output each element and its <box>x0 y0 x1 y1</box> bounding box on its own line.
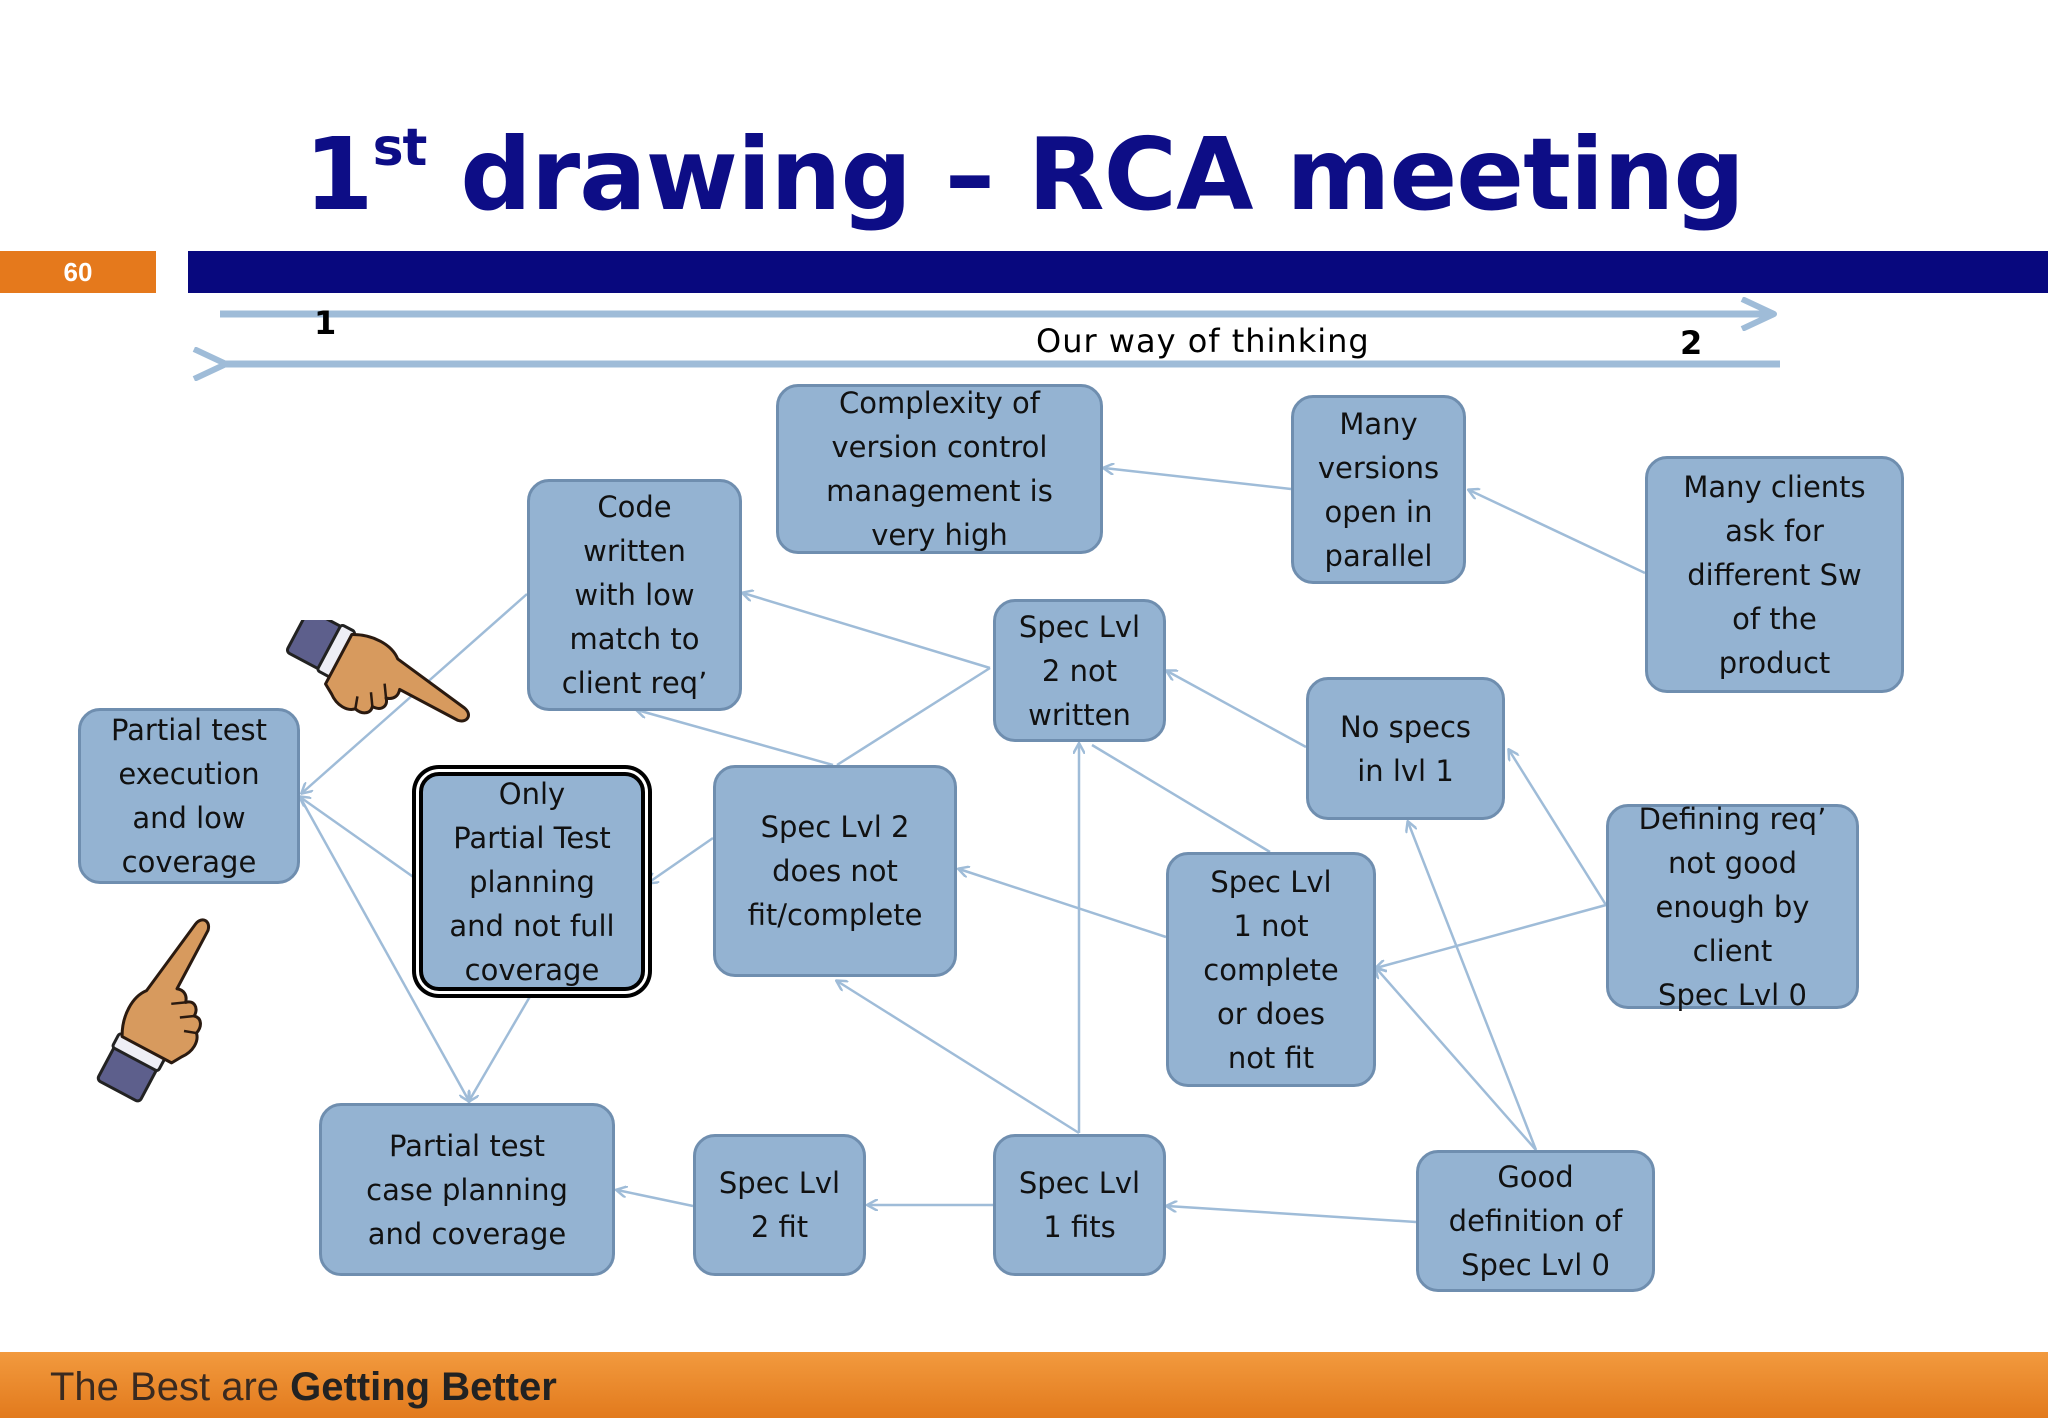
footer-tagline: The Best are Getting Better <box>50 1365 557 1409</box>
edge-only-partial-to-partial-case <box>469 992 534 1101</box>
edge-spec2-not-written-to-spec2-not-fit <box>836 666 991 767</box>
edge-spec1-fits-to-spec2-not-fit <box>837 981 1080 1135</box>
node-spec2-fit: Spec Lvl 2 fit <box>693 1134 866 1276</box>
edge-spec2-not-written-to-code-written <box>743 593 991 670</box>
edge-partial-exec-to-partial-case <box>298 796 469 1101</box>
node-only-partial: Only Partial Test planning and not full … <box>419 772 645 991</box>
footer-bar <box>0 1352 2048 1418</box>
edge-spec2-not-fit-to-code-written <box>637 710 834 767</box>
node-good-def: Good definition of Spec Lvl 0 <box>1416 1150 1655 1292</box>
node-defining-req: Defining req’ not good enough by client … <box>1606 802 1859 1012</box>
edge-spec2-not-fit-to-only-partial <box>648 836 714 883</box>
edge-good-def-to-spec1-fits <box>1167 1206 1417 1224</box>
edge-spec2-fit-to-partial-case <box>617 1190 694 1208</box>
node-no-specs-lvl1: No specs in lvl 1 <box>1306 677 1505 820</box>
node-code-written: Code written with low match to client re… <box>527 479 742 711</box>
node-spec1-fits: Spec Lvl 1 fits <box>993 1134 1166 1276</box>
node-spec2-not-written: Spec Lvl 2 not written <box>993 599 1166 742</box>
node-many-clients: Many clients ask for different Sw of the… <box>1645 456 1904 693</box>
direction-end-marker: 2 <box>1680 324 1703 362</box>
node-partial-exec: Partial test execution and low coverage <box>78 708 300 884</box>
page-number: 60 <box>0 251 156 293</box>
title-rule-bar <box>188 251 2048 293</box>
pointing-hand-icon <box>285 620 470 723</box>
edge-good-def-to-no-specs <box>1408 822 1538 1151</box>
edge-many-clients-to-many-versions <box>1469 490 1646 575</box>
node-complexity: Complexity of version control management… <box>776 384 1103 554</box>
edge-many-versions-to-complexity <box>1104 468 1292 491</box>
node-spec2-not-fit: Spec Lvl 2 does not fit/complete <box>713 765 957 977</box>
edge-good-def-to-spec1-nc <box>1376 968 1537 1151</box>
edge-no-specs-to-spec2-not-written <box>1167 671 1307 749</box>
node-many-versions: Many versions open in parallel <box>1291 395 1466 584</box>
direction-start-marker: 1 <box>314 304 337 342</box>
node-partial-case: Partial test case planning and coverage <box>319 1103 615 1276</box>
edge-only-partial-to-partial-exec <box>300 797 420 883</box>
slide-title: 1st drawing – RCA meeting <box>304 116 1745 233</box>
pointing-hand-icon <box>96 918 211 1103</box>
node-spec1-not-complete: Spec Lvl 1 not complete or does not fit <box>1166 852 1376 1087</box>
edge-defining-req-to-no-specs <box>1509 750 1608 906</box>
edge-defining-req-to-spec1-nc <box>1376 903 1607 968</box>
edge-spec1-nc-to-spec2-not-written <box>1091 743 1271 854</box>
edge-spec1-nc-to-spec2-not-fit <box>959 869 1167 939</box>
direction-label: Our way of thinking <box>1036 322 1370 360</box>
